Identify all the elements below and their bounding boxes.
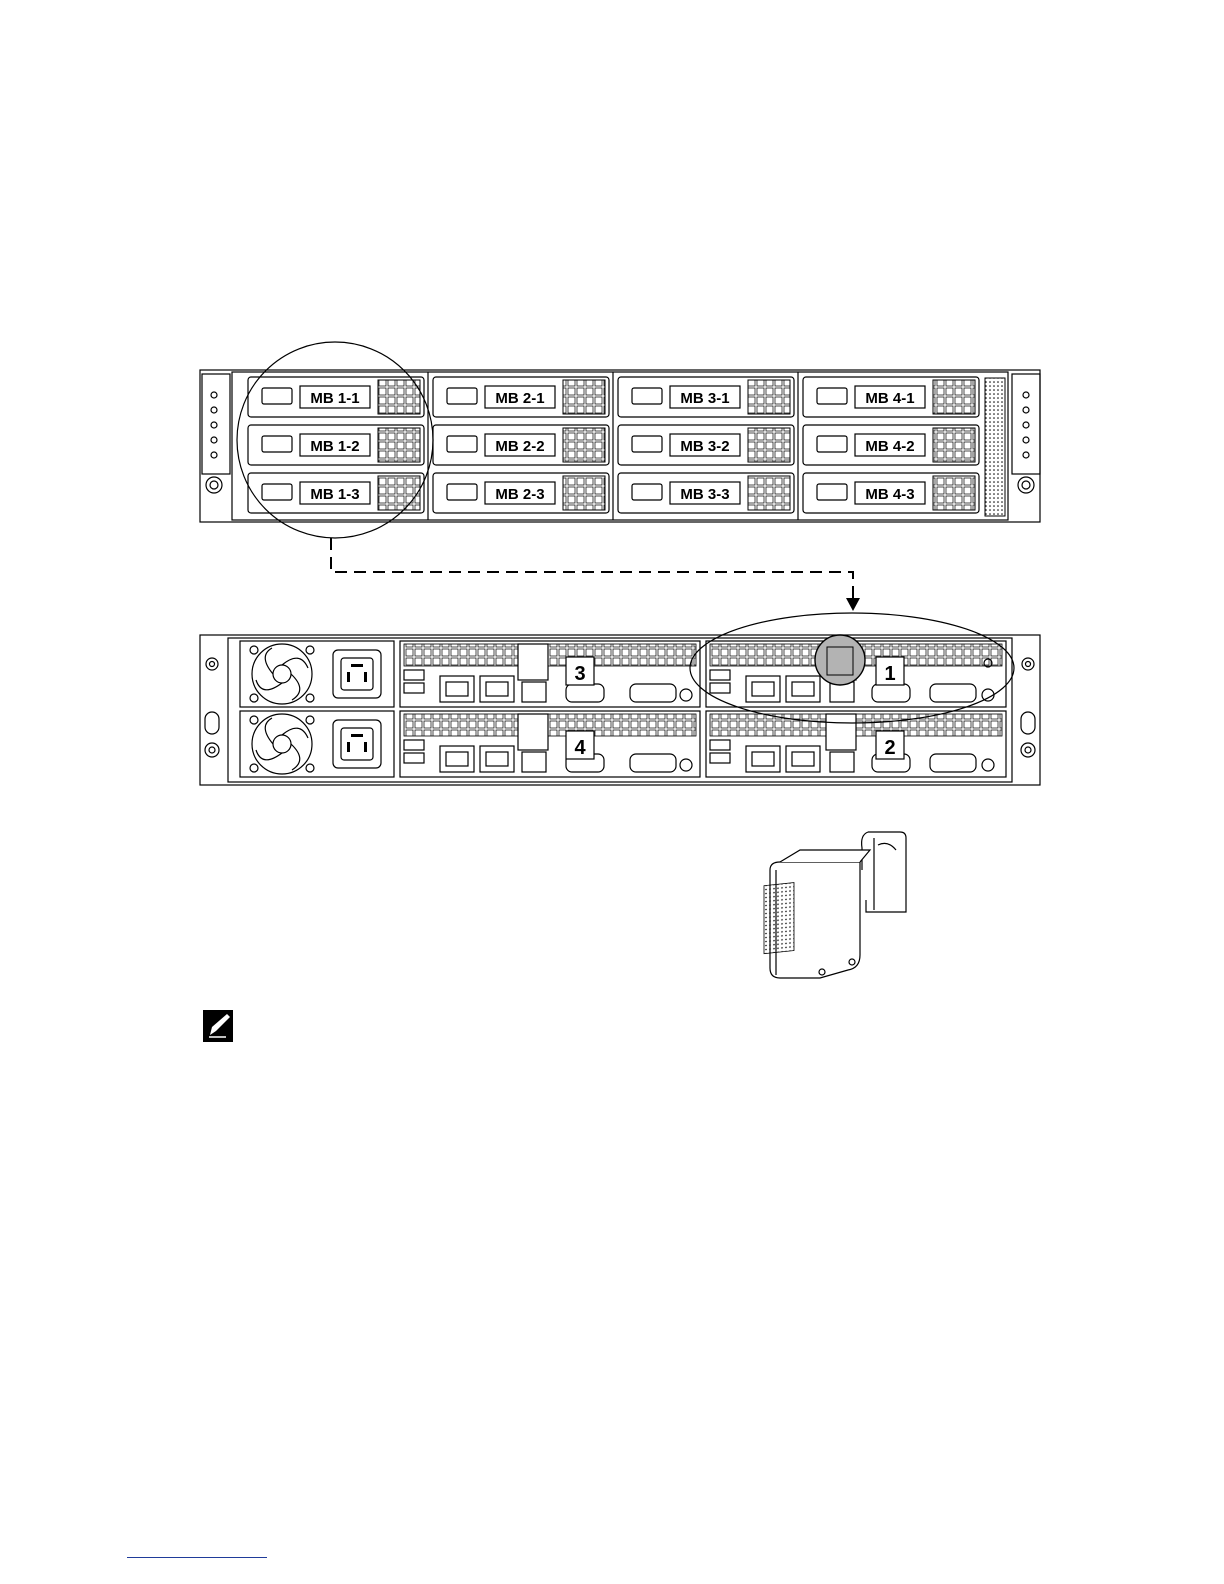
bay-label: MB 4-1	[865, 390, 914, 407]
drive-bay[interactable]: MB 1-2	[248, 425, 424, 465]
screw-icon	[1022, 658, 1034, 670]
drive-bay[interactable]: MB 1-3	[248, 473, 424, 513]
screw-icon	[206, 658, 218, 670]
vga-port-icon	[630, 684, 676, 702]
ethernet-port-icon	[440, 746, 474, 772]
power-inlet-icon	[333, 720, 381, 768]
bay-label: MB 2-3	[495, 486, 544, 503]
node-number: 2	[884, 737, 895, 759]
serial-port-icon	[872, 684, 910, 702]
node-sled[interactable]: 3	[400, 641, 700, 707]
bay-label: MB 3-3	[680, 486, 729, 503]
highlight-spot	[815, 635, 865, 685]
bay-label: MB 4-3	[865, 486, 914, 503]
note-icon	[203, 1010, 233, 1042]
serial-port-icon	[566, 684, 604, 702]
bay-label: MB 2-1	[495, 390, 544, 407]
drive-bay[interactable]: MB 2-2	[433, 425, 609, 465]
bay-label: MB 3-2	[680, 438, 729, 455]
drive-bay[interactable]: MB 2-3	[433, 473, 609, 513]
drive-bay[interactable]: MB 3-3	[618, 473, 794, 513]
node-number: 3	[574, 663, 585, 685]
node-number: 1	[884, 663, 895, 685]
ethernet-port-icon	[786, 746, 820, 772]
back-panel: 3 1	[200, 613, 1040, 785]
vga-port-icon	[930, 754, 976, 772]
front-vent	[985, 378, 1005, 516]
drive-bay[interactable]: MB 2-1	[433, 377, 609, 417]
ethernet-port-icon	[830, 752, 854, 772]
ethernet-port-icon	[522, 682, 546, 702]
footer-rule	[127, 1557, 267, 1558]
drive-bay[interactable]: MB 3-1	[618, 377, 794, 417]
power-inlet-icon	[333, 650, 381, 698]
bay-label: MB 1-3	[310, 486, 359, 503]
node-number: 4	[574, 737, 586, 759]
fan-icon	[252, 714, 312, 774]
ethernet-port-icon	[480, 676, 514, 702]
ethernet-port-icon	[746, 676, 780, 702]
front-panel: MB 1-1 MB 2-1 MB 3-1 MB 4-	[200, 342, 1040, 538]
bay-label: MB 2-2	[495, 438, 544, 455]
arrow-down-icon	[846, 598, 860, 611]
thumbscrew-icon	[1018, 477, 1034, 493]
fan-icon	[252, 644, 312, 704]
ethernet-port-icon	[746, 746, 780, 772]
bay-label: MB 3-1	[680, 390, 729, 407]
drive-bay[interactable]: MB 4-1	[803, 377, 979, 417]
bay-label: MB 1-1	[310, 390, 359, 407]
screw-icon	[205, 743, 219, 757]
indicator-cover-detail	[764, 832, 906, 978]
bay-label: MB 1-2	[310, 438, 359, 455]
node-sled[interactable]: 2	[706, 711, 1006, 777]
ethernet-port-icon	[522, 752, 546, 772]
power-supply	[240, 711, 394, 777]
drive-bay[interactable]: MB 4-2	[803, 425, 979, 465]
ethernet-port-icon	[480, 746, 514, 772]
thumbscrew-icon	[206, 477, 222, 493]
vga-port-icon	[930, 684, 976, 702]
drive-bay[interactable]: MB 4-3	[803, 473, 979, 513]
ethernet-port-icon	[786, 676, 820, 702]
front-left-ear	[202, 374, 230, 493]
node-sled[interactable]: 4	[400, 711, 700, 777]
node-sled[interactable]: 1	[706, 635, 1006, 707]
vga-port-icon	[630, 754, 676, 772]
callout-connector	[331, 538, 860, 611]
screw-icon	[1021, 743, 1035, 757]
power-supply	[240, 641, 394, 707]
ethernet-port-icon	[440, 676, 474, 702]
drive-bay[interactable]: MB 3-2	[618, 425, 794, 465]
drive-bay[interactable]: MB 1-1	[248, 377, 424, 417]
bay-label: MB 4-2	[865, 438, 914, 455]
front-right-ear	[1012, 374, 1040, 493]
